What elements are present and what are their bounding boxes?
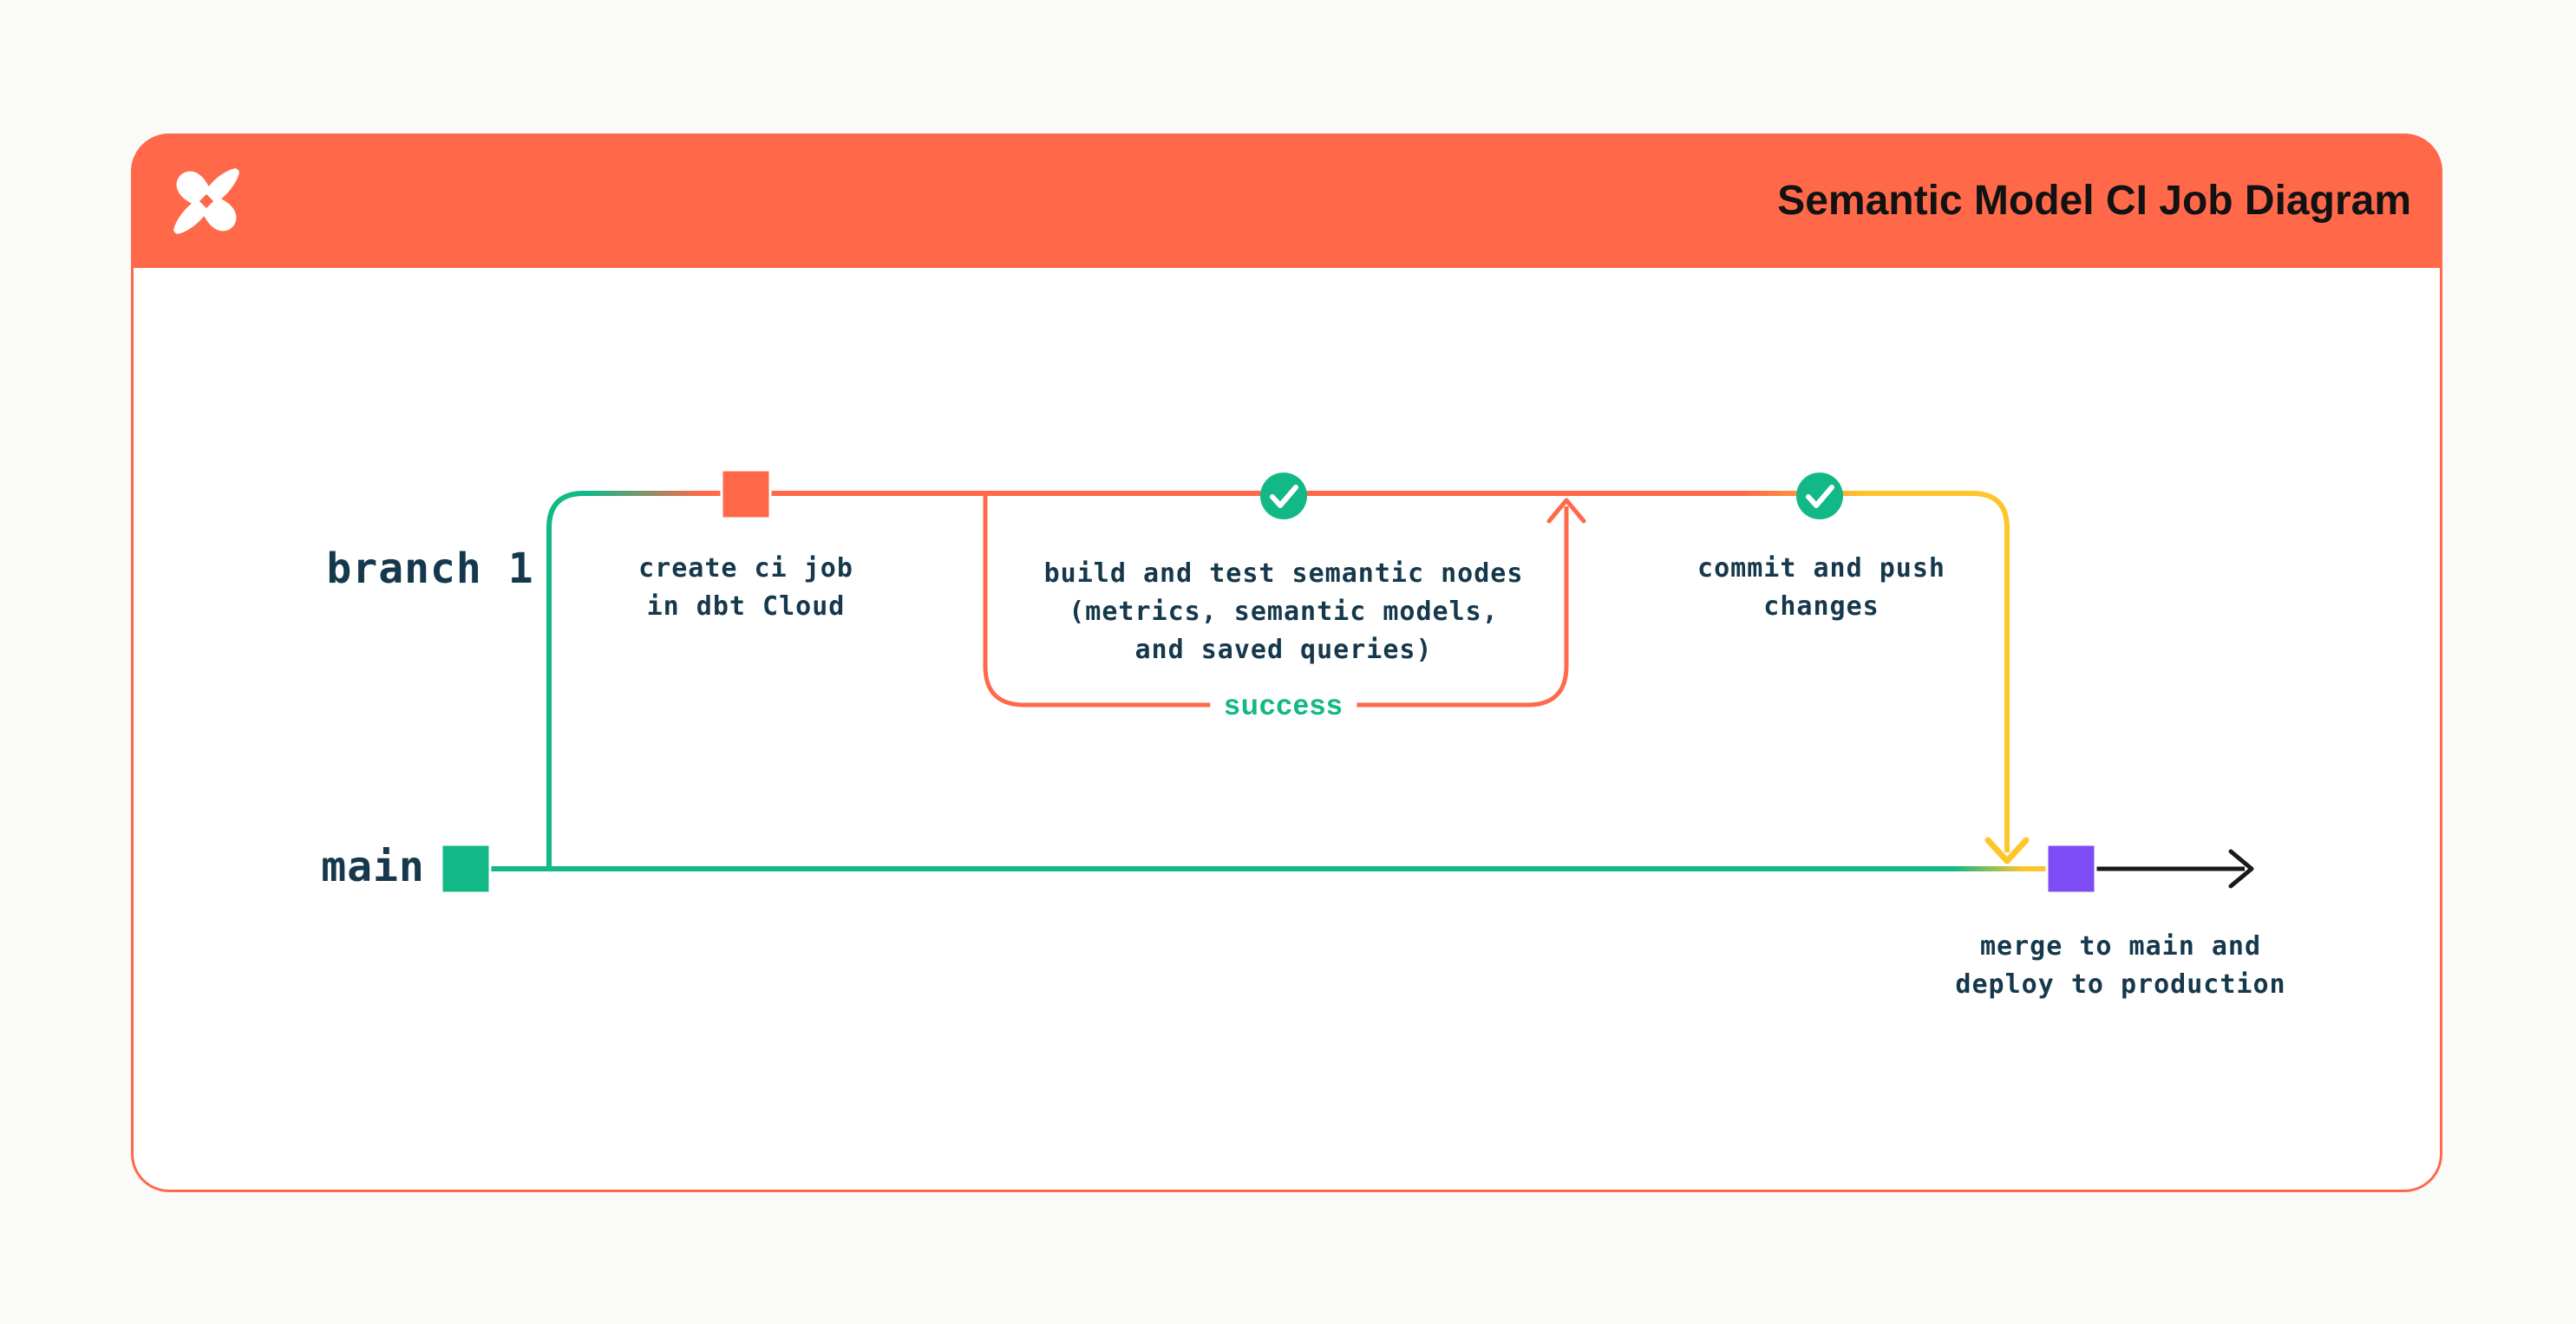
diagram-card: Semantic Model CI Job Diagram	[131, 134, 2442, 1192]
dbt-logo-icon	[173, 167, 239, 234]
page-title: Semantic Model CI Job Diagram	[1777, 178, 2411, 224]
branch-1-label: branch 1	[326, 545, 534, 593]
step-merge-and-deploy-label: merge to main and deploy to production	[1955, 931, 2286, 1000]
main-label: main	[321, 843, 425, 891]
step-commit-and-push-label: commit and push changes	[1697, 553, 1945, 622]
step-build-and-test-label: build and test semantic nodes (metrics, …	[1043, 558, 1524, 665]
step-create-ci-job-label: create ci job in dbt Cloud	[638, 553, 853, 622]
success-label: success	[1210, 687, 1357, 723]
card-header: Semantic Model CI Job Diagram	[131, 134, 2442, 268]
